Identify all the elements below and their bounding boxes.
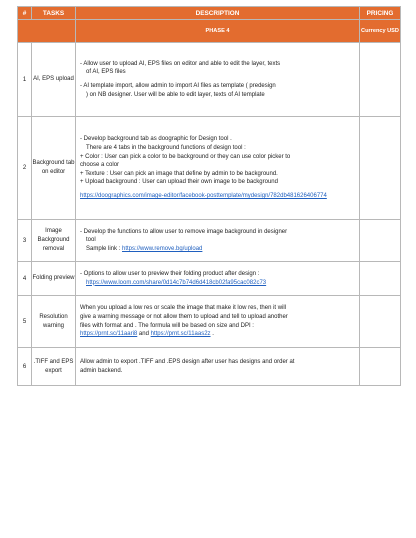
task-name: Background tab on editor [31,116,76,220]
row-number: 5 [17,295,32,348]
table-row: 1 AI, EPS upload - Allow user to upload … [17,42,401,117]
task-description: - Options to allow user to preview their… [75,261,360,296]
table-row: 5 Resolution warning When you upload a l… [17,295,401,348]
header-description: DESCRIPTION [75,6,360,20]
doographics-link[interactable]: https://doographics.com/image-editor/fac… [80,192,327,199]
prnt-link-1[interactable]: https://prnt.sc/11aari8 [80,331,138,338]
price-cell [359,42,401,117]
task-description: - Develop the functions to allow user to… [75,219,360,262]
row-number: 4 [17,261,32,296]
task-description: - Develop background tab as doographic f… [75,116,360,220]
prnt-link-2[interactable]: https://prnt.sc/11aas2z [150,331,211,338]
price-cell [359,295,401,348]
task-name: .TIFF and EPS export [31,347,76,386]
remove-bg-link[interactable]: https://www.remove.bg/upload [122,245,203,252]
price-cell [359,261,401,296]
header-pricing: PRICING [359,6,401,20]
phase-label: PHASE 4 [75,19,360,43]
row-number: 3 [17,219,32,262]
row-number: 6 [17,347,32,386]
loom-link[interactable]: https://www.loom.com/share/0d14c7b74d6d4… [86,279,267,286]
table-row: 6 .TIFF and EPS export Allow admin to ex… [17,347,401,386]
row-number: 2 [17,116,32,220]
task-description: - Allow user to upload AI, EPS files on … [75,42,360,117]
currency-label: Currency USD [359,19,401,43]
task-name: AI, EPS upload [31,42,76,117]
header-tasks: TASKS [31,6,76,20]
header-row: # TASKS DESCRIPTION PRICING [17,6,401,20]
table-row: 3 Image Background removal - Develop the… [17,219,401,262]
task-description: When you upload a low res or scale the i… [75,295,360,348]
phase-row: PHASE 4 Currency USD [17,19,401,43]
price-cell [359,347,401,386]
row-number: 1 [17,42,32,117]
task-name: Resolution warning [31,295,76,348]
price-cell [359,116,401,220]
task-name: Folding preview [31,261,76,296]
price-cell [359,219,401,262]
task-name: Image Background removal [31,219,76,262]
table-row: 4 Folding preview - Options to allow use… [17,261,401,296]
tasks-table: # TASKS DESCRIPTION PRICING PHASE 4 Curr… [17,6,401,386]
table-row: 2 Background tab on editor - Develop bac… [17,116,401,220]
header-num: # [17,6,32,20]
task-description: Allow admin to export .TIFF and .EPS des… [75,347,360,386]
